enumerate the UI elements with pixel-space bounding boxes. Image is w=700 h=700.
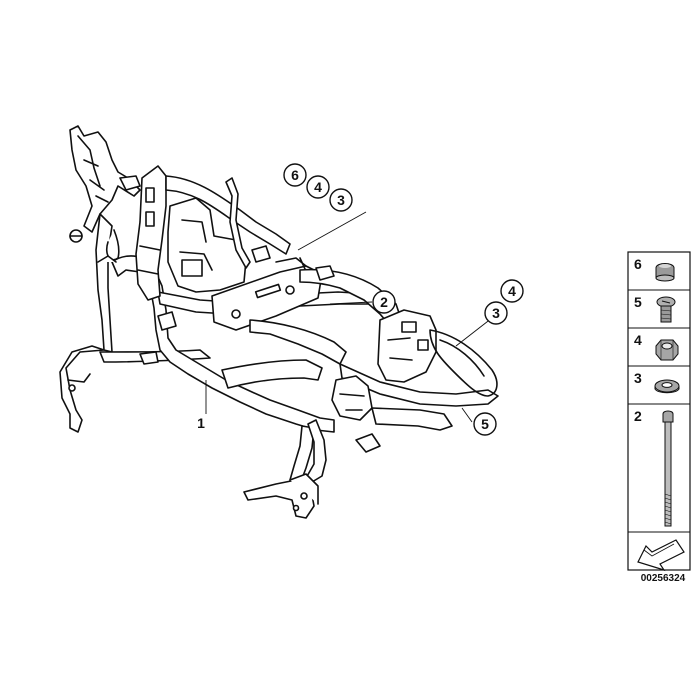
legend-number-3: 3 [634,370,642,386]
callout-bubble-top-4 [306,175,330,199]
callout-label-5: 5 [481,416,489,432]
callout-bubble-2 [372,290,396,314]
leader-item-5 [461,407,473,423]
callout-label-top-3: 3 [337,192,345,208]
leader-lines [205,211,493,423]
leader-top-group [297,211,367,251]
callout-label-1: 1 [197,415,205,431]
callout-bubble-top-6 [283,163,307,187]
callout-bubble-right-3 [484,301,508,325]
long-bolt-icon [662,410,674,527]
screw-icon [656,296,676,323]
parts-legend: 6 5 4 3 2 [627,251,691,572]
legend-number-5: 5 [634,294,642,310]
callout-bubbles [283,163,524,436]
cap-icon [655,263,675,282]
leader-right-group [455,317,493,347]
direction-arrow-icon [637,539,685,572]
callout-bubble-top-3 [329,188,353,212]
callout-bubble-5 [473,412,497,436]
hex-nut-icon [655,339,679,361]
legend-number-6: 6 [634,256,642,272]
legend-number-4: 4 [634,332,642,348]
callout-label-2: 2 [380,294,388,310]
callout-label-right-3: 3 [492,305,500,321]
diagram-id-label: 00256324 [640,573,686,584]
washer-icon [654,379,680,394]
leader-item-2 [329,301,373,305]
callout-label-top-4: 4 [314,179,322,195]
callout-label-right-4: 4 [508,283,516,299]
callout-labels: 6 4 3 2 4 3 5 1 [197,167,516,432]
legend-number-2: 2 [634,408,642,424]
callout-bubble-right-4 [500,279,524,303]
frame-assembly [59,125,499,519]
callout-label-top-6: 6 [291,167,299,183]
